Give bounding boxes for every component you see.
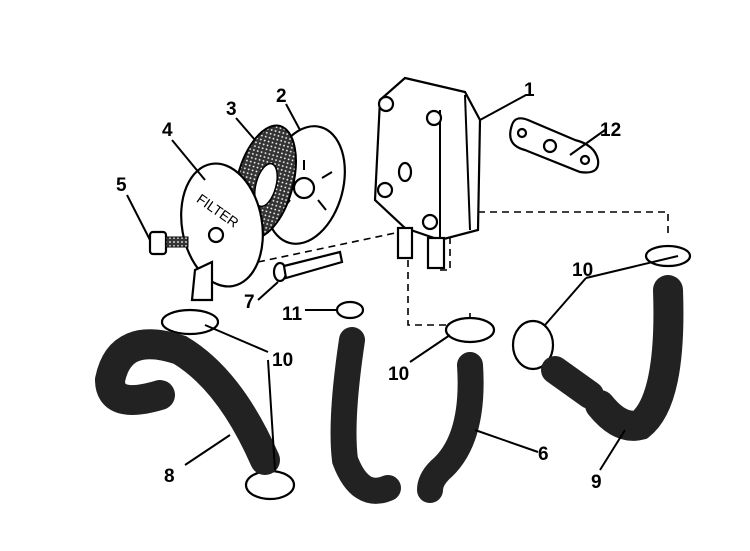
label-2: 2: [276, 86, 287, 107]
clamp-10-mid-right: [511, 319, 555, 371]
clamp-10-left: [160, 308, 220, 336]
label-6: 6: [538, 444, 549, 465]
screw-7: [272, 250, 344, 283]
filter-screen-hole: [254, 162, 278, 208]
clip-11: [335, 300, 365, 320]
assembly-line-inlet: [440, 211, 669, 271]
filter-cover: FILTER: [180, 162, 264, 302]
label-4: 4: [162, 120, 173, 141]
label-11: 11: [282, 304, 303, 325]
label-10-b: 10: [272, 350, 293, 371]
label-7: 7: [244, 292, 255, 313]
label-10-c: 10: [388, 364, 409, 385]
label-8: 8: [164, 466, 175, 487]
label-3: 3: [226, 99, 237, 120]
label-12: 12: [600, 120, 621, 141]
label-9: 9: [591, 472, 602, 493]
gasket: [509, 117, 600, 174]
clamp-10-bottom-left: [244, 469, 296, 501]
assembly-line-screw: [257, 231, 401, 263]
assembly-line-outlet: [407, 260, 471, 326]
label-10-a: 10: [572, 260, 593, 281]
label-1: 1: [524, 80, 535, 101]
label-5: 5: [116, 175, 127, 196]
fuel-pump-body: [373, 76, 482, 270]
clamp-10-center: [444, 316, 496, 344]
screw-5: [148, 230, 189, 256]
